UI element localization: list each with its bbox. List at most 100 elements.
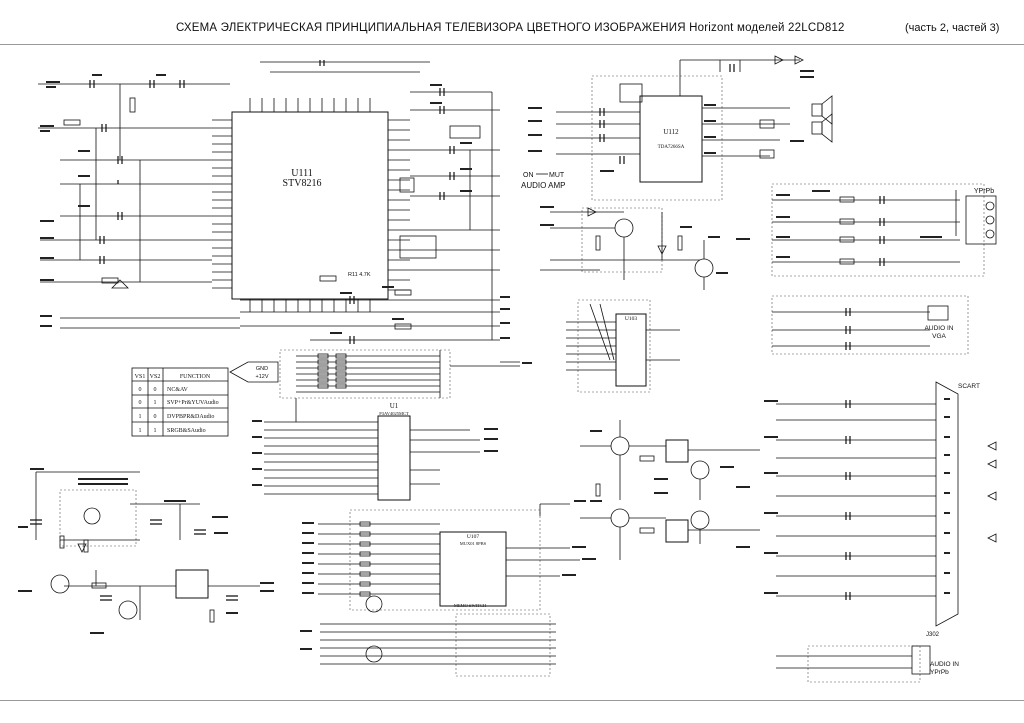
page-header: СХЕМА ЭЛЕКТРИЧЕСКАЯ ПРИНЦИПИАЛЬНАЯ ТЕЛЕВ… xyxy=(0,0,1024,44)
table-cell: 0 xyxy=(139,387,142,393)
resistor xyxy=(91,582,107,589)
resistor xyxy=(839,218,855,225)
jack-y-icon xyxy=(985,201,995,211)
power-dashed-outline xyxy=(59,489,137,547)
resistor xyxy=(759,149,775,159)
u107-ref: U107 xyxy=(467,534,479,540)
diode xyxy=(77,543,87,553)
u1-output-wiring xyxy=(450,361,520,367)
u111-chip-body xyxy=(231,111,389,300)
power-wiring xyxy=(35,471,260,620)
table-header-vs1: VS1 xyxy=(135,374,146,380)
u111-top-pins xyxy=(249,98,371,112)
audio-vga-wiring xyxy=(772,311,930,347)
u111-wiring xyxy=(38,61,500,341)
jack-pr-icon xyxy=(985,215,995,225)
resistor xyxy=(839,236,855,243)
resistor xyxy=(639,527,655,534)
video-switch-block xyxy=(580,420,760,560)
transistor-q xyxy=(690,460,710,480)
u1-vertical-wiring xyxy=(295,350,441,422)
page-title: СХЕМА ЭЛЕКТРИЧЕСКАЯ ПРИНЦИПИАЛЬНАЯ ТЕЛЕВ… xyxy=(176,22,845,34)
table-header-function: FUNCTION xyxy=(180,374,211,380)
u1-chip-body xyxy=(377,415,411,501)
inductor-block xyxy=(449,125,481,139)
u112-chip-body xyxy=(639,95,703,183)
power-capacitors xyxy=(30,519,238,601)
resistor xyxy=(83,539,89,553)
transistor-q xyxy=(690,510,710,530)
u1-resistor-array xyxy=(317,353,347,389)
u111-block: U111 STV8216 R11 4.7K xyxy=(38,60,510,344)
u112-block: U112 TDA7266SA xyxy=(528,55,833,201)
u1-resistor-array-outline xyxy=(279,349,451,399)
diode xyxy=(987,533,997,543)
video-switch-wiring xyxy=(580,420,760,560)
table-cell: SRGB&SAudio xyxy=(167,428,206,434)
audio-vga-label-2: VGA xyxy=(932,333,946,340)
gnd-12v-connector xyxy=(229,361,279,383)
resistor xyxy=(319,275,337,282)
transistor-q116 xyxy=(610,508,630,528)
audio-yprpb-dashed-outline xyxy=(807,645,921,683)
yprpb-small-labels xyxy=(776,190,942,258)
diode xyxy=(987,491,997,501)
function-table-frame xyxy=(131,367,229,437)
diode xyxy=(987,441,997,451)
crystal xyxy=(399,177,415,193)
audio-amp-indicator: ON MUT AUDIO AMP xyxy=(521,172,565,190)
r11-label: R11 4.7K xyxy=(348,272,371,278)
resistor xyxy=(595,235,601,251)
u112-ref: U112 xyxy=(663,128,679,136)
function-table-grid xyxy=(132,368,228,436)
u107-part: MUX01 8PBS xyxy=(460,541,487,546)
audio-amp-mut: MUT xyxy=(549,172,565,179)
mosfet-q xyxy=(83,507,101,525)
audio-vga-capacitors xyxy=(845,308,851,350)
table-header-vs2: VS2 xyxy=(150,374,161,380)
audio-yprpb-block: J302 AUDIO IN YPrPb xyxy=(776,632,959,683)
transistor-q117 xyxy=(610,436,630,456)
speaker-left-cone xyxy=(821,95,833,125)
buffer-chip xyxy=(665,439,689,463)
resistor xyxy=(129,97,136,113)
u103-block: U103 xyxy=(566,299,680,393)
u112-capacitors xyxy=(599,64,735,164)
u107-memo-label: MEMO SWITCH xyxy=(454,603,487,608)
scart-block: SCART xyxy=(764,381,997,627)
diode xyxy=(587,207,597,217)
diode xyxy=(657,245,667,255)
resistor xyxy=(759,119,775,129)
diode xyxy=(794,55,804,65)
resistor xyxy=(595,483,601,497)
u107-wiring xyxy=(318,503,580,595)
u112-small-labels xyxy=(528,70,814,172)
vga-audio-jack xyxy=(927,305,949,321)
table-cell: 1 xyxy=(139,428,142,434)
table-cell: 1 xyxy=(154,428,157,434)
audio-yprpb-label-1: AUDIO IN xyxy=(930,661,959,668)
u111-part: STV8216 xyxy=(283,178,322,189)
resistor xyxy=(839,258,855,265)
diode xyxy=(774,55,784,65)
jack-pb-icon xyxy=(985,229,995,239)
u107-chip-body xyxy=(439,531,507,607)
power-small-labels xyxy=(18,468,274,634)
gnd-label: GND xyxy=(256,366,268,372)
audio-yprpb-label-2: YPrPb xyxy=(930,669,949,676)
u107-lower-wiring xyxy=(320,623,556,665)
table-cell: DVPBPR&DAudio xyxy=(167,414,214,420)
table-cell: 0 xyxy=(139,400,142,406)
yprpb-wiring xyxy=(772,190,960,263)
audio-amp-title: AUDIO AMP xyxy=(521,181,565,190)
u111-ref: U111 xyxy=(291,168,312,179)
video-switch-small-labels xyxy=(590,430,750,548)
scart-connector xyxy=(935,381,959,627)
resistor xyxy=(63,119,81,126)
resistor xyxy=(839,196,855,203)
capacitor-module xyxy=(399,235,437,259)
function-table: VS1 VS2 FUNCTION 0 0 NC&AV 0 1 SVP+Pr&YU… xyxy=(131,367,229,437)
yprpb-jack xyxy=(965,195,997,245)
yprpb-dashed-outline xyxy=(771,183,985,277)
u1-small-labels xyxy=(252,362,532,486)
